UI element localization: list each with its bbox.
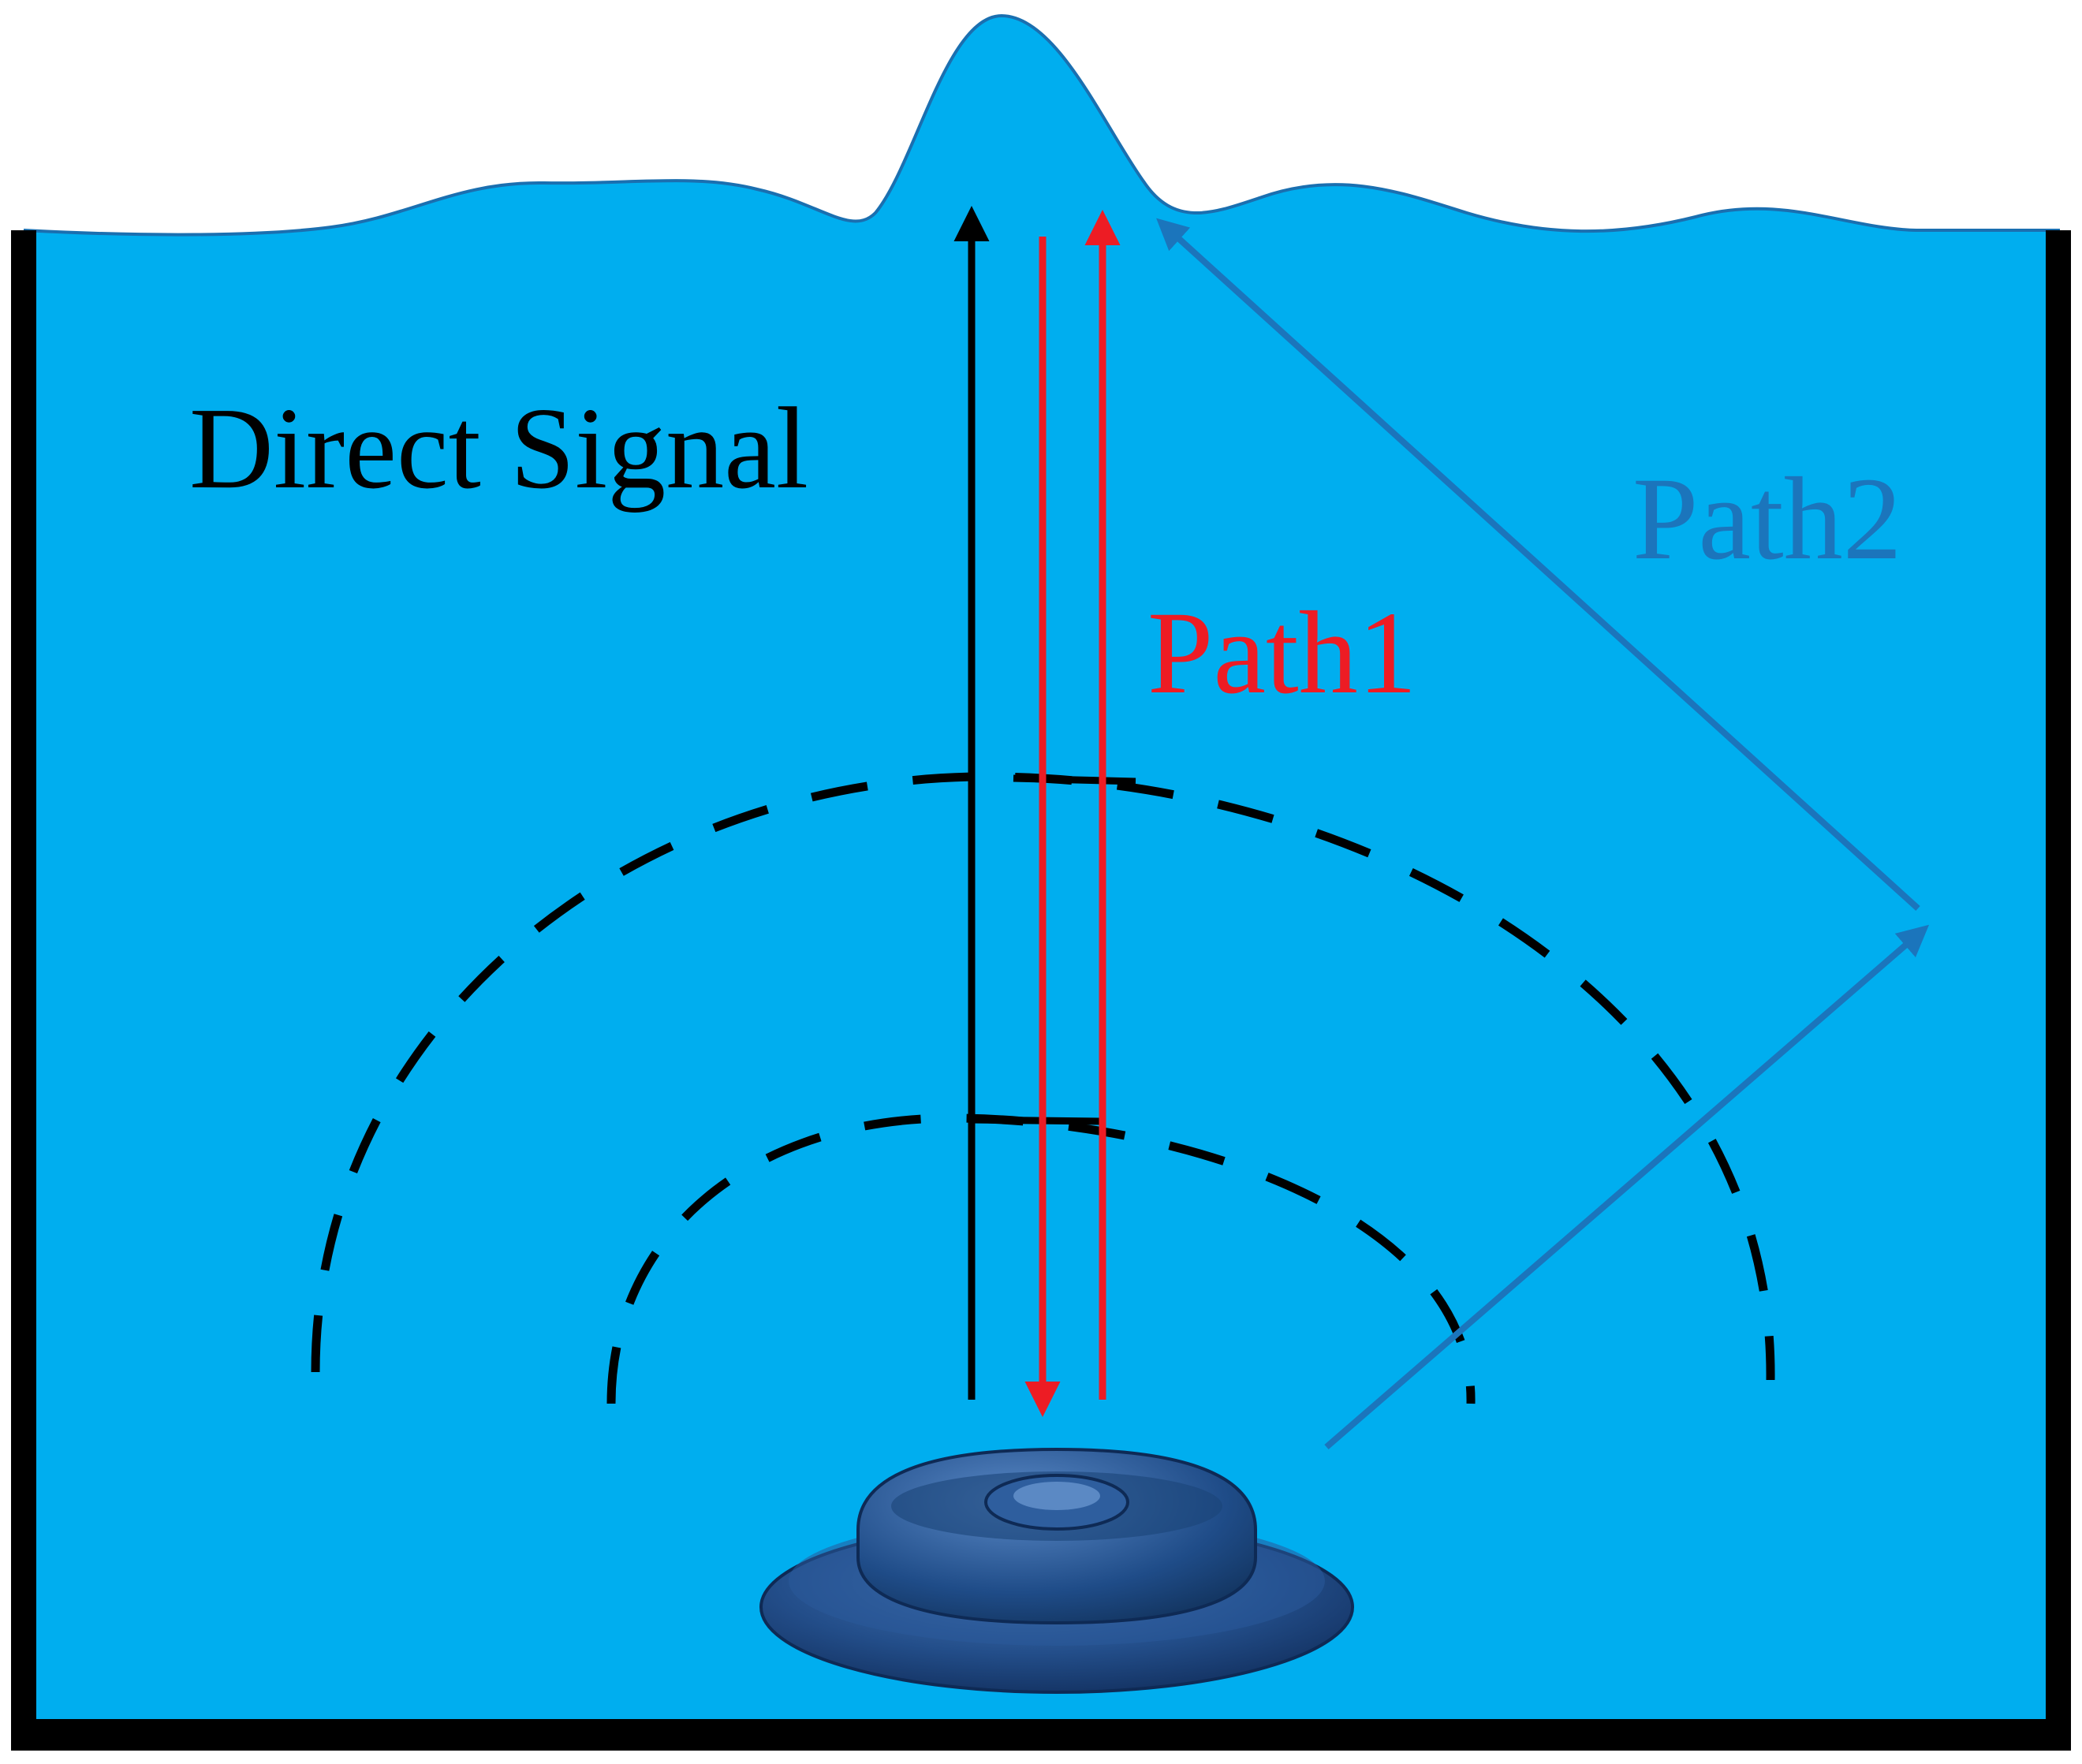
direct-signal-label: Direct Signal [189, 384, 808, 513]
water-surface [23, 13, 2060, 237]
wavefront-tick-inner [968, 1116, 1101, 1125]
path2-label: Path2 [1632, 453, 1902, 584]
wavefront-tick-outer [1013, 774, 1136, 785]
wavefront-inner [606, 1113, 1476, 1404]
path2-rising-arrow [1324, 924, 1930, 1450]
transducer-icon [759, 1447, 1354, 1694]
tank-wall-left [11, 230, 36, 1735]
tank-wall-right [2046, 230, 2071, 1735]
path2-reflected-arrow [1156, 218, 1920, 911]
wavefront-outer [311, 772, 1775, 1381]
path1-label: Path1 [1147, 587, 1417, 718]
tank-floor [11, 1719, 2071, 1751]
